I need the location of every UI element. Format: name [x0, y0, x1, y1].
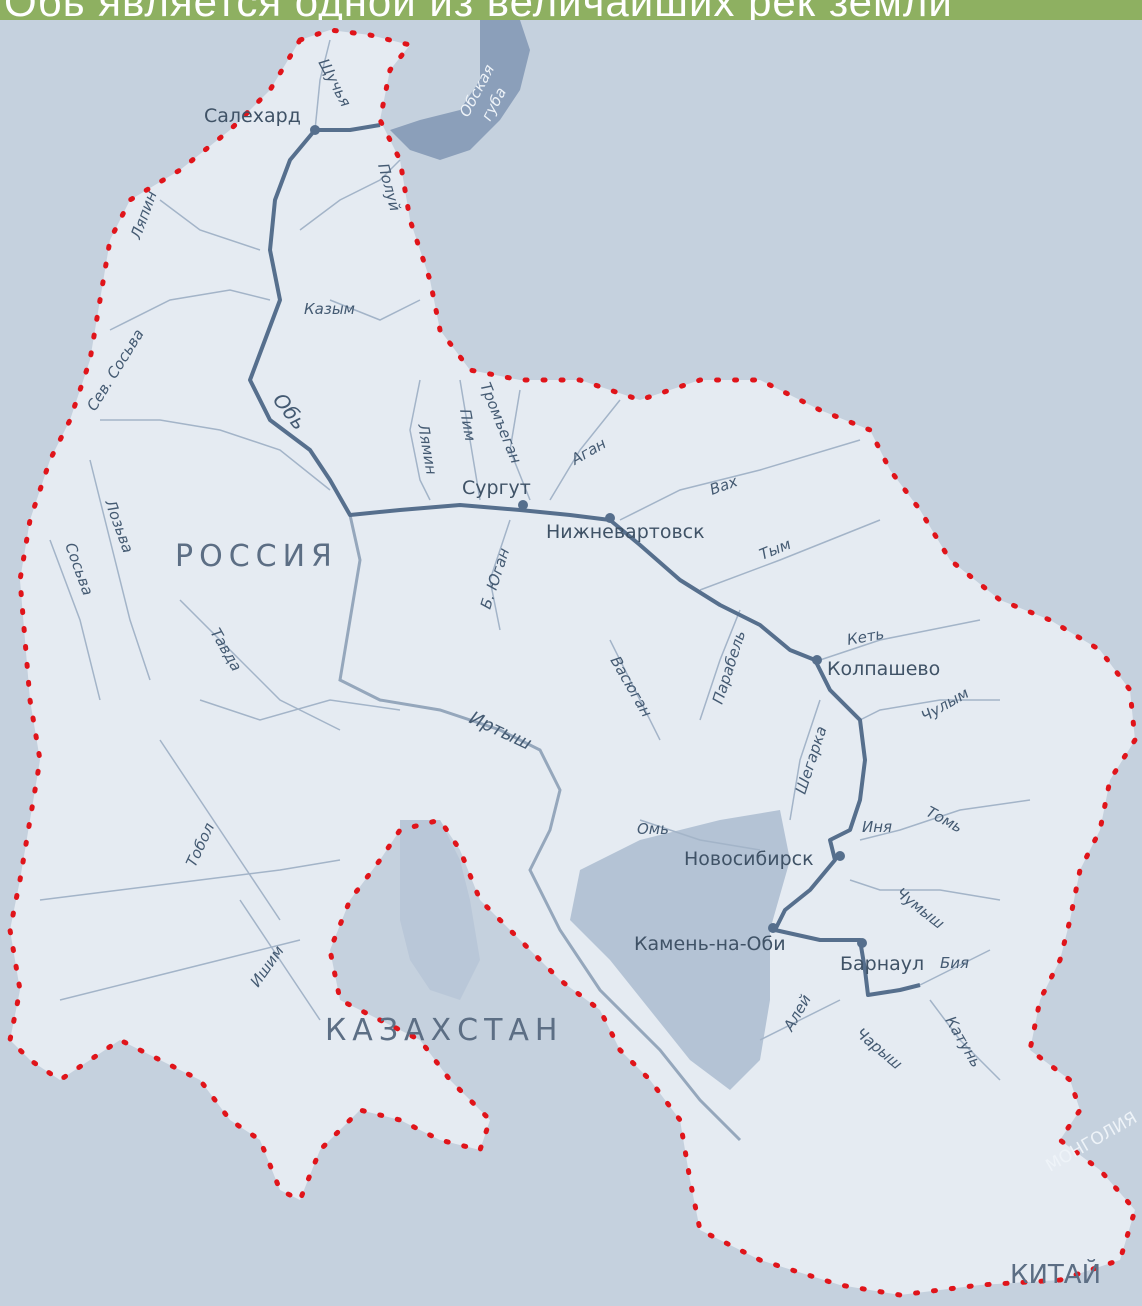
tributaries: [39, 39, 1031, 1081]
basin-boundary: [7, 27, 1138, 1298]
kulunda-lowland: [570, 810, 790, 1090]
ob-bay: [390, 20, 530, 160]
city-label-novosibirsk: Новосибирск: [684, 848, 814, 870]
city-label-nizhnevartovsk: Нижневартовск: [546, 521, 705, 543]
city-dot-surgut: [518, 500, 528, 510]
ob-river: [248, 123, 921, 997]
city-label-kolpashevo: Колпашево: [827, 658, 940, 680]
city-dot-barnaul: [857, 938, 867, 948]
river-label-kazym: Казым: [304, 300, 355, 318]
city-markers: [310, 125, 867, 948]
city-dot-salekhard: [310, 125, 320, 135]
city-dot-nizhnevartovsk: [605, 513, 615, 523]
city-dot-kamen: [768, 923, 778, 933]
city-label-surgut: Сургут: [462, 477, 531, 499]
page-title: Обь является одной из величайших рек зем…: [4, 0, 953, 20]
river-label-biya: Бия: [940, 954, 969, 972]
country-label-russia: РОССИЯ: [175, 539, 338, 574]
city-dot-kolpashevo: [812, 655, 822, 665]
irtysh-river: [338, 514, 742, 1142]
ob-basin-area: [10, 30, 1135, 1295]
country-label-china: КИТАЙ: [1010, 1258, 1101, 1290]
city-label-salekhard: Салехард: [204, 105, 301, 127]
river-label-inya: Иня: [862, 818, 892, 836]
river-label-om: Омь: [637, 820, 669, 838]
city-label-kamen: Камень-на-Оби: [634, 933, 786, 955]
city-label-barnaul: Барнаул: [840, 953, 924, 975]
country-label-kazakhstan: КАЗАХСТАН: [325, 1013, 563, 1048]
kazakh-area: [400, 820, 480, 1000]
title-bar: Обь является одной из величайших рек зем…: [0, 0, 1142, 20]
river-label-pim: Пим: [456, 408, 479, 443]
city-dot-novosibirsk: [835, 851, 845, 861]
